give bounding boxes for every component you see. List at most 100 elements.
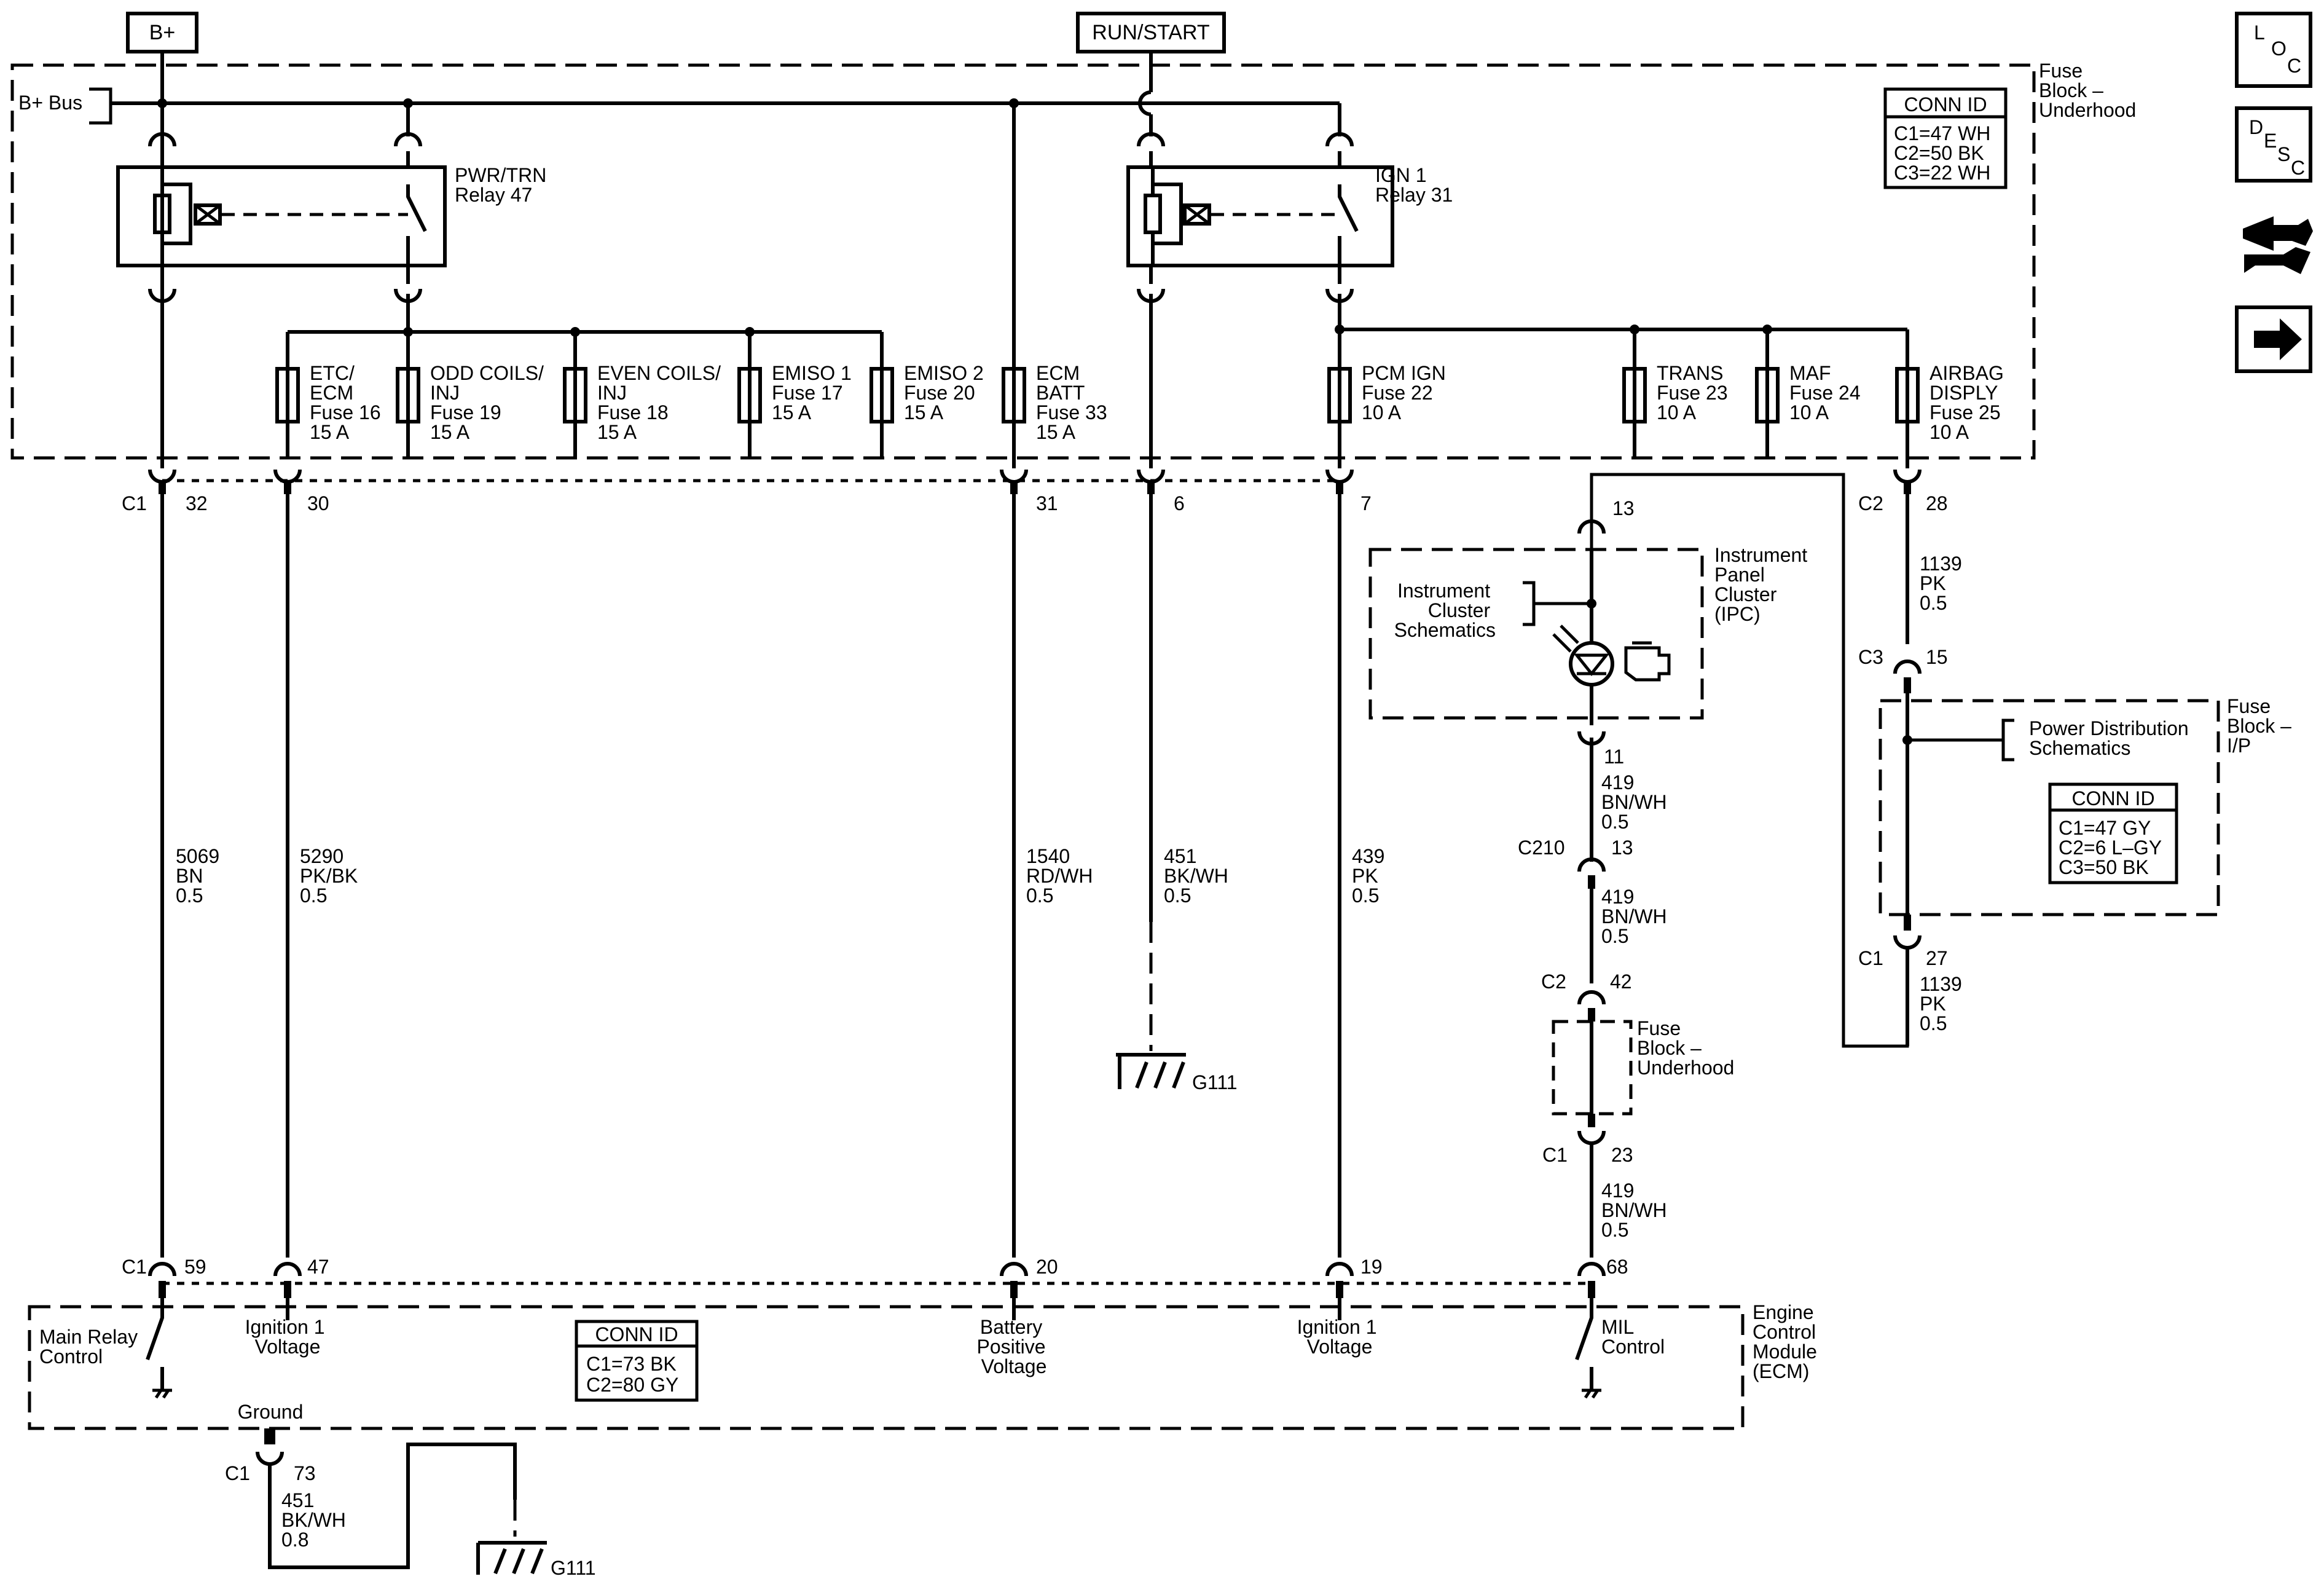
plug-top-2 bbox=[1000, 469, 1028, 494]
pin-23: 23 bbox=[1611, 1144, 1633, 1166]
relay-31: IGN 1 Relay 31 bbox=[1126, 132, 1453, 303]
ipc-module: 13 Instrument Cluster Schematics Instrum… bbox=[1368, 473, 1909, 1048]
pin-7: 7 bbox=[1360, 492, 1372, 514]
bplus-label: B+ bbox=[149, 21, 176, 44]
next-page-arrow-icon[interactable] bbox=[2235, 305, 2312, 373]
ecm-conn-title: CONN ID bbox=[595, 1323, 678, 1345]
wire-1139-lower-label: 1139 PK 0.5 bbox=[1920, 973, 1968, 1034]
ground-g111-lower: C1 73 G111 bbox=[225, 1428, 596, 1579]
ipc-schematics-ref: Instrument Cluster Schematics bbox=[1394, 580, 1496, 641]
bplus-bus: B+ Bus bbox=[18, 52, 1341, 136]
nav-loc-button[interactable]: L O C bbox=[2235, 12, 2312, 88]
plug-bottom-4 bbox=[1577, 1262, 1606, 1298]
ecm-ground-label: Ground bbox=[238, 1401, 304, 1423]
ground-label: G111 bbox=[1192, 1071, 1238, 1093]
desc-letter-c: C bbox=[2291, 157, 2305, 179]
fuse-block-underhood-small-title: Fuse Block – Underhood bbox=[1637, 1017, 1734, 1079]
wire-5290-label: 5290 PK/BK 0.5 bbox=[300, 845, 363, 907]
plug-top-1 bbox=[273, 469, 302, 494]
pin-13: 13 bbox=[1612, 497, 1635, 519]
main-wires bbox=[160, 493, 1909, 1258]
c2-label-2: C2 bbox=[1541, 971, 1566, 993]
c3-label: C3 bbox=[1858, 646, 1883, 668]
c210-connector: C210 13 bbox=[1518, 837, 1633, 983]
mil-control-label: MIL Control bbox=[1601, 1316, 1665, 1358]
pin-11: 11 bbox=[1604, 746, 1624, 768]
plug-bottom-2 bbox=[1000, 1262, 1028, 1298]
c1-label-3: C1 bbox=[1542, 1144, 1568, 1166]
conn-id-list: C1=47 WH C2=50 BK C3=22 WH bbox=[1894, 122, 1996, 184]
ecm-title: Engine Control Module (ECM) bbox=[1753, 1301, 1823, 1382]
wire-labels: 5069 BN 0.5 5290 PK/BK 0.5 1540 RD/WH 0.… bbox=[176, 553, 1968, 1551]
pin-27: 27 bbox=[1926, 947, 1948, 969]
pin-73: 73 bbox=[294, 1462, 316, 1484]
pin-30: 30 bbox=[307, 492, 329, 514]
ecm-conn-list: C1=73 BK C2=80 GY bbox=[586, 1353, 682, 1396]
wire-5069-label: 5069 BN 0.5 bbox=[176, 845, 225, 907]
plug-group-bottom bbox=[148, 1262, 1606, 1298]
desc-letter-s: S bbox=[2277, 143, 2290, 165]
pin-19: 19 bbox=[1360, 1256, 1383, 1278]
wire-1540-label: 1540 RD/WH 0.5 bbox=[1026, 845, 1098, 907]
pin-47: 47 bbox=[307, 1256, 329, 1278]
plug-bottom-3 bbox=[1325, 1262, 1354, 1298]
c2-label: C2 bbox=[1858, 492, 1883, 514]
fb-ip-conn-list: C1=47 GY C2=6 L–GY C3=50 BK bbox=[2059, 817, 2167, 878]
pin-31: 31 bbox=[1036, 492, 1058, 514]
engine-icon bbox=[1624, 641, 1671, 682]
relay-31-label: IGN 1 Relay 31 bbox=[1375, 164, 1453, 206]
relay-47: PWR/TRN Relay 47 bbox=[116, 103, 552, 303]
fuse-block-underhood: Fuse Block – Underhood CONN ID C1=47 WH … bbox=[10, 60, 2136, 460]
plug-top-3 bbox=[1137, 469, 1165, 494]
fuse-block-ip-title: Fuse Block – I/P bbox=[2227, 695, 2297, 757]
pin-68: 68 bbox=[1606, 1256, 1628, 1278]
plug-bottom-1 bbox=[273, 1262, 302, 1298]
wire-1139-upper-label: 1139 PK 0.5 bbox=[1920, 553, 1968, 614]
bus-label: B+ Bus bbox=[18, 92, 82, 114]
connector-tool-icon[interactable] bbox=[2243, 216, 2313, 274]
c1-top-connector-row: C1 32 30 31 6 7 C2 28 bbox=[122, 103, 1948, 514]
runstart-label: RUN/START bbox=[1092, 21, 1209, 44]
pin-59: 59 bbox=[184, 1256, 206, 1278]
loc-letter-o: O bbox=[2271, 37, 2287, 60]
relay-47-label: PWR/TRN Relay 47 bbox=[455, 164, 552, 206]
plug-group-top bbox=[148, 469, 1922, 494]
fuse-block-underhood-title: Fuse Block – Underhood bbox=[2039, 60, 2136, 121]
loc-letter-c: C bbox=[2287, 55, 2301, 77]
power-distribution-ref: Power Distribution Schematics bbox=[2029, 717, 2194, 759]
desc-letter-d: D bbox=[2249, 116, 2263, 138]
c210-label: C210 bbox=[1518, 837, 1565, 859]
pin-6: 6 bbox=[1174, 492, 1185, 514]
bplus-source: B+ bbox=[126, 12, 198, 53]
loc-letter-l: L bbox=[2254, 22, 2265, 44]
c1-label-ground: C1 bbox=[225, 1462, 250, 1484]
c1-label-ip: C1 bbox=[1858, 947, 1883, 969]
plug-top-0 bbox=[148, 469, 176, 494]
runstart-source: RUN/START bbox=[1076, 12, 1226, 53]
c1-label: C1 bbox=[122, 492, 147, 514]
ground-g111-upper: G111 bbox=[1116, 1053, 1238, 1093]
ecm-module: C1 59 47 20 19 68 Engine Control Module … bbox=[28, 1256, 1823, 1430]
pin-42: 42 bbox=[1610, 971, 1632, 993]
desc-letter-e: E bbox=[2264, 130, 2277, 152]
main-relay-control-label: Main Relay Control bbox=[39, 1326, 143, 1368]
plug-top-4 bbox=[1325, 469, 1354, 494]
nav-desc-button[interactable]: D E S C bbox=[2235, 106, 2312, 183]
fuse-block-ip: C3 15 Power Distribution Schematics Fuse… bbox=[1858, 646, 2297, 1046]
